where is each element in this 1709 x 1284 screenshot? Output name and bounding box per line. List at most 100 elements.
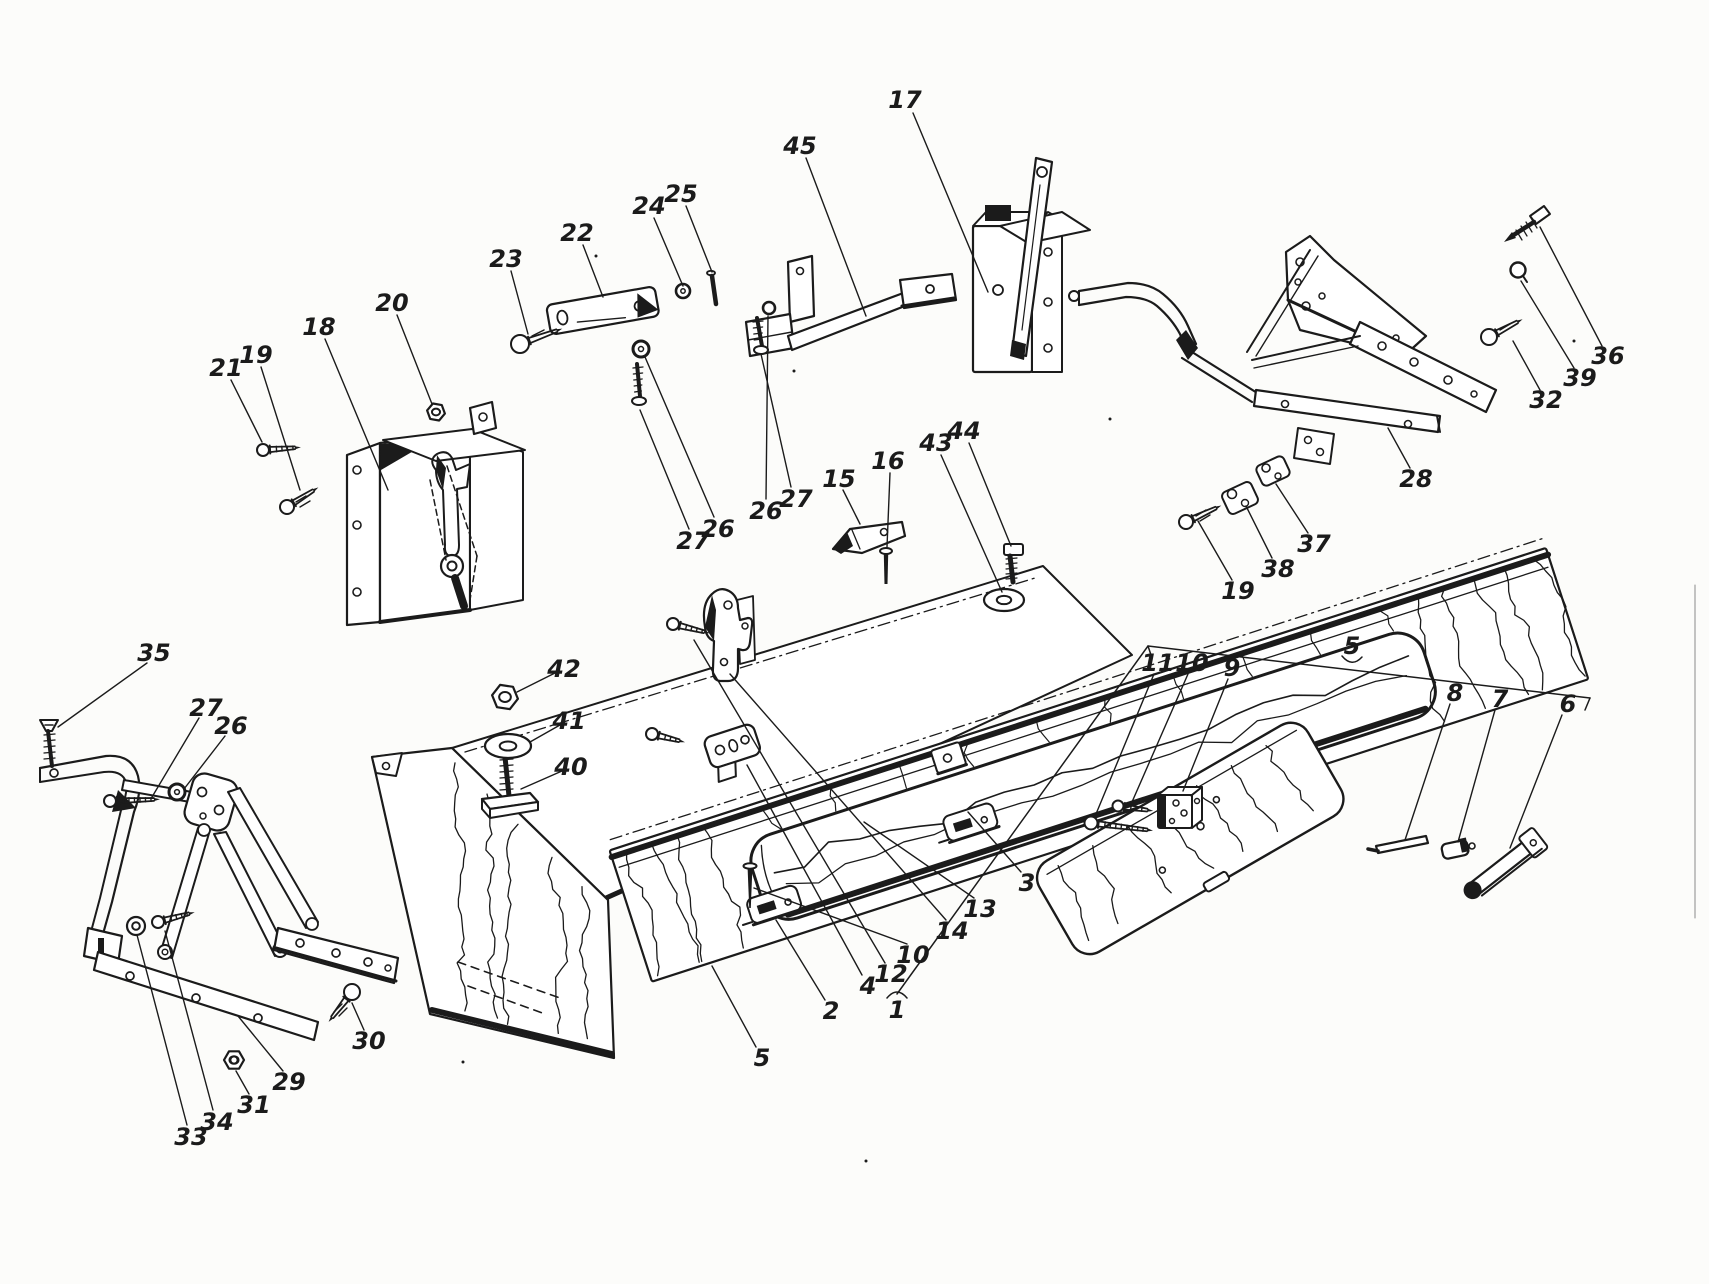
part-label-27: 27: [151, 694, 223, 798]
part-number-16: 16: [871, 447, 904, 475]
part-number-27: 27: [779, 485, 813, 513]
part-26-grommet-a: [631, 339, 651, 359]
part-label-19: 19: [239, 341, 301, 491]
part-label-26: 26: [644, 356, 735, 543]
part-number-3: 3: [1019, 869, 1036, 897]
part-number-20: 20: [375, 289, 408, 317]
part-31-nut: [222, 1050, 246, 1070]
part-number-27: 27: [189, 694, 223, 722]
part-label-11: 11: [1095, 649, 1175, 815]
part-10-screw-right: [1111, 799, 1154, 813]
part-label-17: 17: [888, 86, 989, 293]
part-7-hinge-pin: [1440, 837, 1476, 860]
part-number-36: 36: [1591, 342, 1624, 370]
part-4-striker-plate: [703, 723, 762, 783]
part-14-latch-hook: [702, 587, 756, 683]
part-number-44: 44: [946, 417, 980, 445]
part-12-screw: [666, 617, 710, 634]
diagram-root: 1745242522232018192126272627151643443639…: [38, 86, 1696, 1163]
part-label-12: 12: [693, 639, 908, 988]
part-number-26: 26: [214, 712, 247, 740]
part-number-9: 9: [1224, 654, 1241, 682]
part-44-bolt: [1003, 543, 1024, 585]
part-label-1: 1: [886, 991, 908, 1024]
part-label-43: 43: [918, 429, 1003, 593]
part-label-18: 18: [302, 313, 389, 491]
part-number-8: 8: [1447, 679, 1464, 707]
part-label-36: 36: [1539, 226, 1625, 370]
part-number-38: 38: [1261, 555, 1294, 583]
part-number-29: 29: [272, 1068, 305, 1096]
part-label-40: 40: [520, 753, 588, 790]
part-number-43: 43: [918, 429, 952, 457]
part-label-41: 41: [529, 707, 586, 743]
part-label-15: 15: [822, 465, 861, 525]
part-41-washer: [483, 732, 533, 760]
part-number-42: 42: [546, 655, 580, 683]
part-32-bolt: [1480, 319, 1523, 346]
part-33-washer: [125, 915, 147, 937]
part-label-28: 28: [1387, 427, 1433, 493]
part-number-18: 18: [302, 313, 335, 341]
part-label-14: 14: [729, 673, 969, 945]
part-label-13: 13: [863, 821, 997, 923]
part-21-screw: [256, 443, 301, 457]
part-number-19: 19: [239, 341, 272, 369]
part-number-30: 30: [352, 1027, 385, 1055]
part-number-13: 13: [963, 895, 996, 923]
part-label-45: 45: [782, 132, 867, 317]
part-29-support-frame: [38, 754, 400, 1042]
part-26-grommet-b: [761, 300, 777, 316]
part-6-hinge-strap: [1463, 827, 1549, 900]
part-number-39: 39: [1563, 364, 1596, 392]
part-label-31: 31: [235, 1070, 271, 1119]
part-19-bolt-left: [279, 487, 319, 515]
part-label-27: 27: [760, 353, 813, 513]
part-28-support-frame: [1068, 234, 1498, 465]
part-label-32: 32: [1512, 340, 1563, 414]
part-label-10: 10: [1131, 649, 1209, 803]
part-26-grommet-c: [167, 782, 187, 802]
part-number-31: 31: [237, 1091, 270, 1119]
part-number-24: 24: [632, 192, 665, 220]
part-label-38: 38: [1245, 505, 1295, 583]
part-label-19: 19: [1197, 520, 1255, 605]
part-number-28: 28: [1399, 465, 1432, 493]
part-label-9: 9: [1182, 654, 1241, 792]
part-label-39: 39: [1520, 280, 1597, 392]
part-label-30: 30: [351, 1002, 386, 1055]
part-18-latch-bracket: [345, 400, 526, 627]
part-number-33: 33: [174, 1123, 207, 1151]
part-number-19: 19: [1221, 577, 1254, 605]
part-35-screw: [39, 719, 59, 768]
part-label-8: 8: [1404, 679, 1464, 841]
part-label-22: 22: [560, 219, 604, 298]
part-label-44: 44: [946, 417, 1012, 547]
part-number-45: 45: [782, 132, 816, 160]
part-number-1: 1: [889, 996, 906, 1024]
part-19-bolt-right: [1178, 505, 1222, 530]
part-label-26: 26: [749, 315, 783, 525]
part-number-26: 26: [701, 515, 734, 543]
part-25-pin: [706, 269, 719, 307]
part-number-41: 41: [551, 707, 585, 735]
part-label-25: 25: [664, 180, 713, 273]
part-label-24: 24: [632, 192, 684, 287]
part-number-2: 2: [823, 997, 840, 1025]
part-number-27: 27: [676, 527, 710, 555]
part-24-grommet: [674, 282, 692, 300]
part-38-clamp-plate: [1221, 481, 1259, 515]
part-label-42: 42: [516, 655, 581, 693]
part-number-22: 22: [560, 219, 593, 247]
part-36-screw: [1504, 205, 1551, 242]
part-15-striker-wedge: [831, 520, 907, 555]
part-number-26: 26: [749, 497, 782, 525]
part-number-37: 37: [1297, 530, 1331, 558]
part-label-26: 26: [183, 712, 248, 790]
part-label-35: 35: [57, 639, 171, 728]
part-43-washer: [982, 587, 1026, 613]
part-label-37: 37: [1275, 483, 1331, 558]
part-23-bolt: [510, 328, 563, 354]
